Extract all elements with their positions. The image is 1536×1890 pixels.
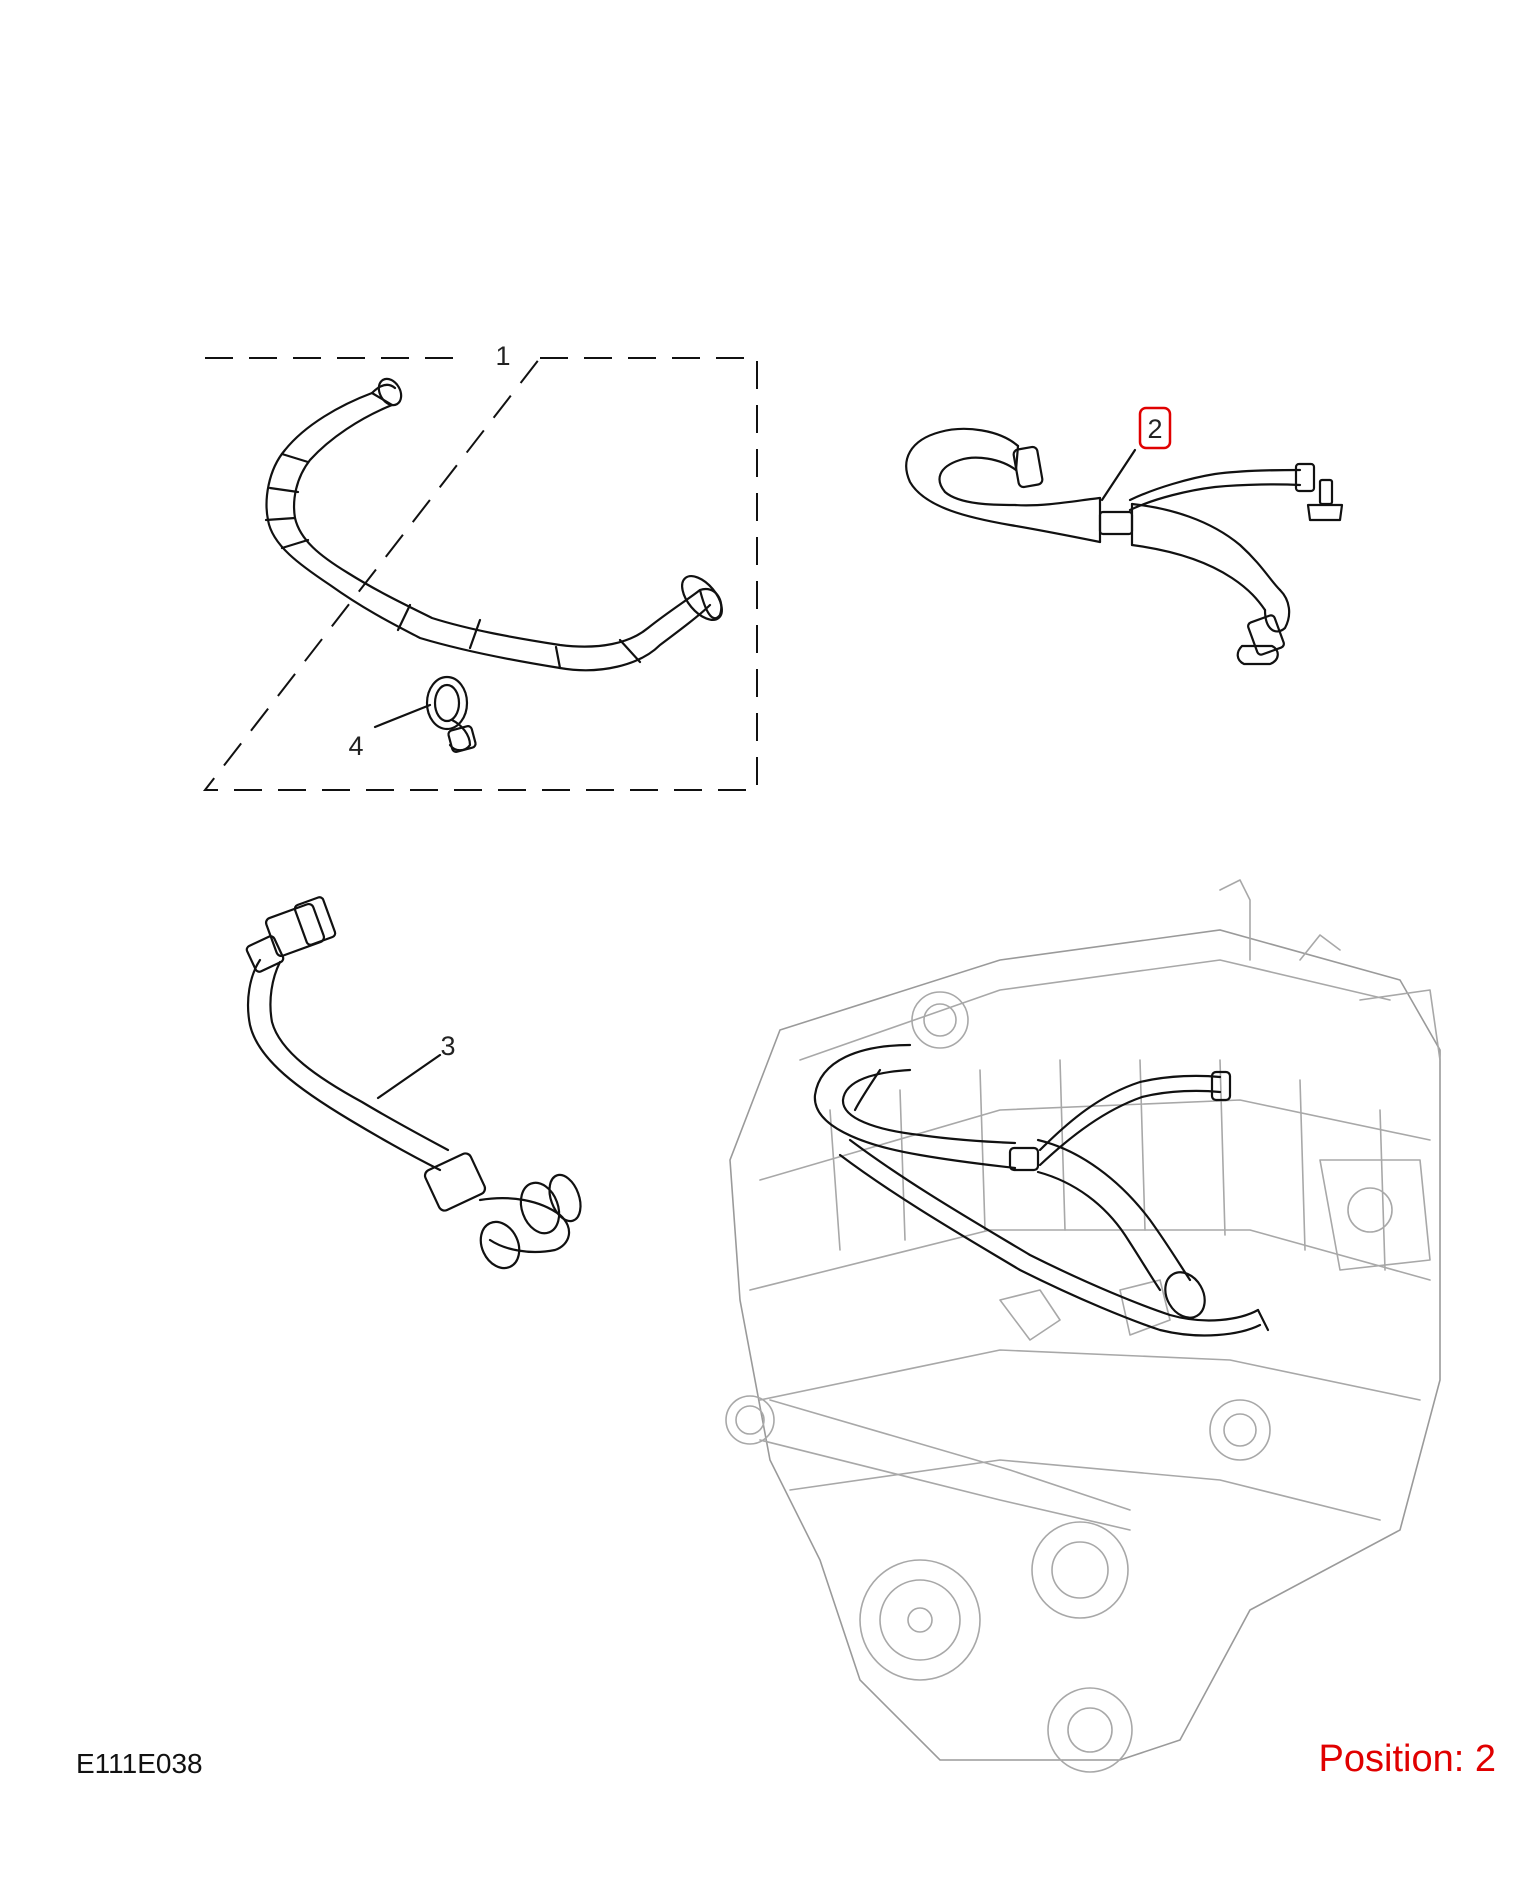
kit-group-box: 1 — [202, 341, 758, 791]
engine-illustration — [725, 879, 1441, 1773]
engine-installed-hoses — [813, 1043, 1270, 1337]
callout-2[interactable]: 2 — [1147, 414, 1162, 444]
callout-3[interactable]: 3 — [440, 1031, 455, 1061]
part-2-hose-assembly[interactable]: 2 — [905, 406, 1344, 666]
figure-code: E111E038 — [76, 1748, 203, 1779]
callout-1[interactable]: 1 — [495, 341, 510, 371]
callout-2-highlight — [1138, 406, 1172, 450]
part-3-hose[interactable]: 3 — [245, 896, 586, 1274]
position-label: Position: 2 — [1318, 1738, 1496, 1780]
callout-4[interactable]: 4 — [348, 731, 363, 761]
part-1-hose[interactable] — [264, 375, 729, 672]
part-4-clamp[interactable]: 4 — [348, 675, 477, 761]
